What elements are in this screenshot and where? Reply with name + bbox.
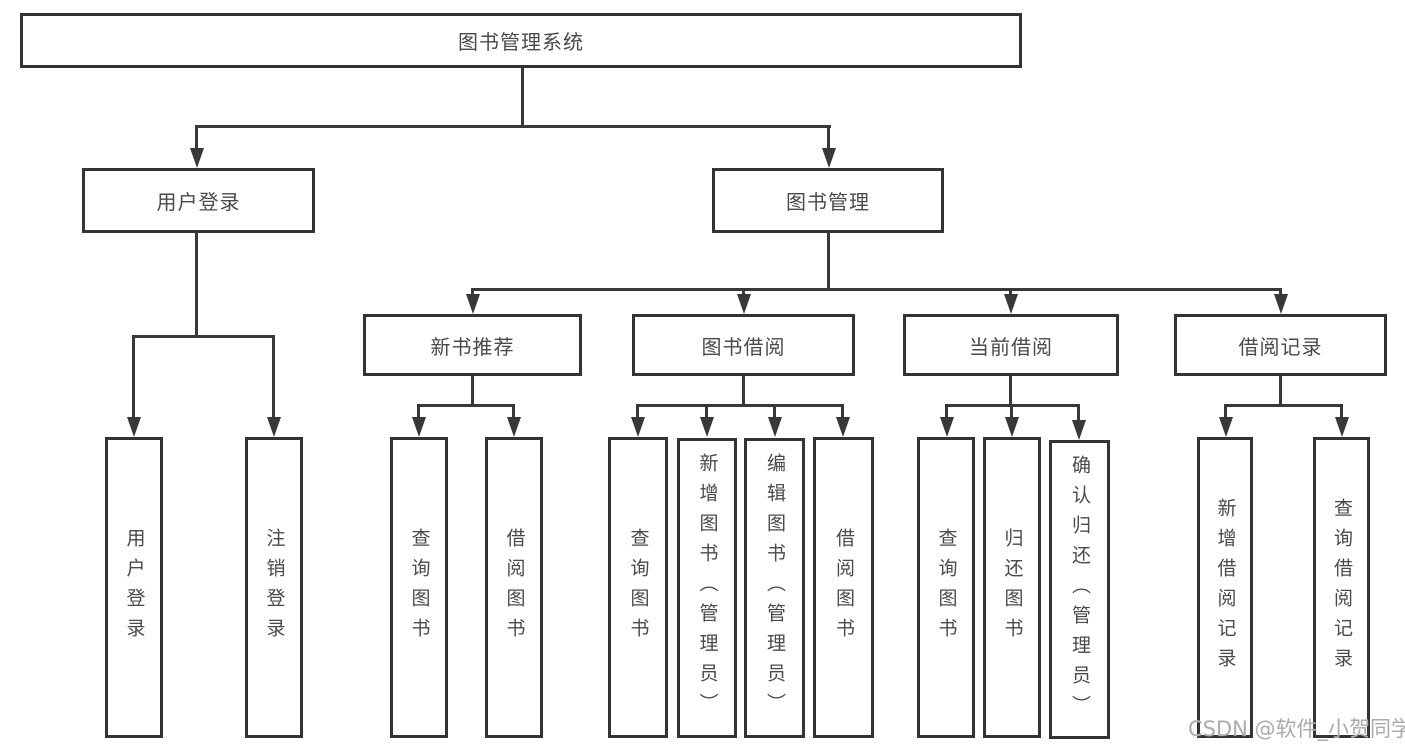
arrowhead-icon — [266, 417, 281, 437]
arrowhead-icon — [189, 148, 204, 168]
edge-new-book-stem — [471, 376, 474, 407]
arrowhead-icon — [126, 417, 141, 437]
edge-root-rail — [195, 125, 831, 128]
node-user-login: 用户登录 — [82, 168, 315, 233]
edge-borrow-records-rail — [1224, 404, 1342, 407]
arrowhead-icon — [821, 148, 836, 168]
edge-new-book-rail — [417, 404, 515, 407]
leaf-bb-edit-books-admin-label: 编辑图书（管理员） — [764, 453, 786, 723]
leaf-bb-add-books-admin-label: 新增图书（管理员） — [696, 453, 719, 723]
leaf-cb-confirm-return-admin: 确认归还（管理员） — [1049, 440, 1110, 739]
edge-root-stem — [521, 68, 524, 128]
leaf-cb-return-books-label: 归还图书 — [1001, 527, 1024, 648]
node-root: 图书管理系统 — [20, 13, 1022, 68]
arrowhead-icon — [699, 417, 714, 437]
leaf-nb-borrow-books: 借阅图书 — [485, 437, 543, 738]
arrowhead-icon — [1273, 294, 1288, 314]
edge-drop-bb-borrow — [841, 404, 844, 419]
node-new-book-recommendation-label: 新书推荐 — [430, 334, 515, 359]
edge-current-borrow-stem — [1009, 376, 1012, 407]
edge-book-borrow-stem — [742, 376, 745, 407]
leaf-bb-borrow-books-label: 借阅图书 — [833, 527, 855, 648]
edge-drop-borrow-records — [1279, 288, 1282, 296]
edge-drop-bb-add — [705, 404, 708, 419]
edge-drop-current-borrow — [1009, 288, 1012, 296]
leaf-br-query-record-label: 查询借阅记录 — [1331, 497, 1353, 678]
edge-user-login-rail — [132, 335, 275, 338]
edge-drop-leaf-user-login — [132, 335, 135, 419]
leaf-bb-query-books: 查询图书 — [608, 437, 668, 738]
edge-user-login-stem — [195, 233, 198, 337]
edge-book-management-stem — [827, 233, 830, 291]
arrowhead-icon — [835, 417, 850, 437]
arrowhead-icon — [1071, 420, 1086, 440]
leaf-bb-borrow-books: 借阅图书 — [813, 437, 874, 738]
arrowhead-icon — [767, 417, 782, 437]
leaf-br-add-record-label: 新增借阅记录 — [1214, 497, 1237, 678]
leaf-bb-query-books-label: 查询图书 — [627, 527, 650, 648]
edge-drop-bb-edit — [773, 404, 776, 419]
leaf-bb-edit-books-admin: 编辑图书（管理员） — [744, 438, 805, 738]
leaf-cb-query-books-label: 查询图书 — [935, 527, 958, 648]
arrowhead-icon — [1218, 417, 1233, 437]
leaf-cb-confirm-return-admin-label: 确认归还（管理员） — [1069, 454, 1091, 725]
arrowhead-icon — [1004, 417, 1019, 437]
arrowhead-icon — [736, 294, 751, 314]
arrowhead-icon — [939, 417, 954, 437]
arrowhead-icon — [411, 417, 426, 437]
leaf-user-login-label: 用户登录 — [123, 527, 146, 648]
edge-book-borrow-rail — [636, 404, 844, 407]
edge-drop-cb-return — [1010, 404, 1013, 419]
node-borrowing-records-label: 借阅记录 — [1238, 334, 1323, 359]
edge-drop-br-query — [1340, 404, 1343, 419]
edge-drop-user-login — [195, 125, 198, 151]
edge-drop-bb-query — [636, 404, 639, 419]
edge-drop-book-borrow — [742, 288, 745, 296]
leaf-user-login: 用户登录 — [105, 437, 163, 738]
edge-book-management-rail — [471, 288, 1282, 291]
arrowhead-icon — [465, 294, 480, 314]
node-book-management: 图书管理 — [712, 168, 944, 233]
arrowhead-icon — [1003, 294, 1018, 314]
leaf-nb-query-books-label: 查询图书 — [408, 527, 431, 648]
arrowhead-icon — [506, 417, 521, 437]
edge-drop-br-add — [1224, 404, 1227, 419]
node-borrowing-records: 借阅记录 — [1174, 314, 1387, 376]
leaf-br-query-record: 查询借阅记录 — [1313, 437, 1370, 738]
leaf-cb-return-books: 归还图书 — [983, 437, 1041, 738]
node-new-book-recommendation: 新书推荐 — [363, 314, 582, 376]
leaf-nb-borrow-books-label: 借阅图书 — [503, 527, 526, 648]
node-user-login-label: 用户登录 — [156, 190, 241, 214]
edge-drop-cb-query — [945, 404, 948, 419]
leaf-nb-query-books: 查询图书 — [390, 437, 448, 738]
edge-drop-nb-borrow — [512, 404, 515, 419]
edge-drop-new-book — [471, 288, 474, 296]
node-book-management-label: 图书管理 — [786, 190, 870, 214]
leaf-logout-label: 注销登录 — [263, 527, 286, 648]
node-root-label: 图书管理系统 — [458, 30, 584, 54]
node-book-borrowing-label: 图书借阅 — [701, 334, 786, 359]
node-current-borrowing-label: 当前借阅 — [969, 334, 1053, 359]
node-current-borrowing: 当前借阅 — [903, 314, 1119, 376]
leaf-cb-query-books: 查询图书 — [917, 437, 975, 738]
leaf-br-add-record: 新增借阅记录 — [1197, 437, 1253, 738]
watermark: CSDN @软件_小贺同学 — [1188, 717, 1405, 741]
node-book-borrowing: 图书借阅 — [632, 314, 855, 376]
leaf-logout: 注销登录 — [245, 437, 303, 738]
leaf-bb-add-books-admin: 新增图书（管理员） — [677, 438, 737, 738]
arrowhead-icon — [1334, 417, 1349, 437]
edge-drop-cb-confirm — [1077, 404, 1080, 421]
edge-drop-book-management — [827, 125, 830, 151]
edge-drop-leaf-logout — [272, 335, 275, 419]
edge-borrow-records-stem — [1279, 376, 1282, 407]
arrowhead-icon — [630, 417, 645, 437]
edge-drop-nb-query — [417, 404, 420, 419]
